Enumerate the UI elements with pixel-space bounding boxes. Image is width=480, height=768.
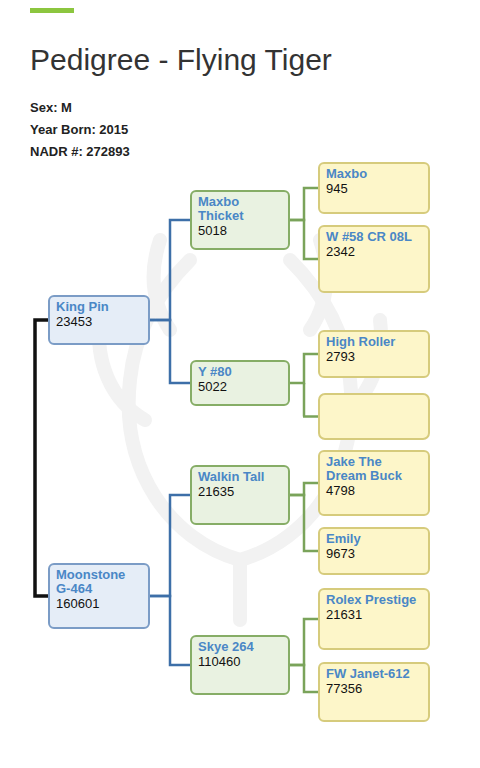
- yellow-ancestor-box: FW Janet-61277356: [318, 662, 430, 722]
- green-ancestor-box: Y #805022: [190, 360, 290, 406]
- yellow-ancestor-box: W #58 CR 08L2342: [318, 225, 430, 293]
- animal-name: Jake The Dream Buck: [326, 455, 422, 483]
- lineage-connector: [290, 619, 318, 665]
- animal-name: W #58 CR 08L: [326, 230, 422, 244]
- registration-number: 4798: [326, 483, 422, 498]
- lineage-connector: [290, 483, 318, 495]
- animal-name: High Roller: [326, 335, 422, 349]
- green-ancestor-box: Maxbo Thicket5018: [190, 190, 290, 250]
- animal-name: Maxbo: [326, 167, 422, 181]
- empty-ancestor: [303, 383, 429, 439]
- animal-name: Moonstone G-464: [56, 568, 142, 596]
- info-label: Sex: M: [30, 100, 72, 116]
- lineage-connector: [150, 320, 190, 383]
- registration-number: 5018: [198, 223, 282, 238]
- green-ancestor-box: Skye 264110460: [190, 635, 290, 695]
- registration-number: 9673: [326, 546, 422, 561]
- green-ancestor-box: Walkin Tall21635: [190, 465, 290, 525]
- animal-name: FW Janet-612: [326, 667, 422, 681]
- blue-ancestor-box: Moonstone G-464160601: [48, 563, 150, 629]
- animal-name: Rolex Prestige: [326, 593, 422, 607]
- lineage-connector: [150, 495, 190, 596]
- registration-number: 21631: [326, 607, 422, 622]
- registration-number: 2793: [326, 349, 422, 364]
- animal-name: Skye 264: [198, 640, 282, 654]
- yellow-ancestor-box: Emily9673: [318, 527, 430, 575]
- yellow-ancestor-box: Jake The Dream Buck4798: [318, 450, 430, 516]
- registration-number: 160601: [56, 596, 142, 611]
- yellow-ancestor-box: Rolex Prestige21631: [318, 588, 430, 650]
- lineage-connector: [290, 220, 318, 259]
- lineage-connector: [150, 220, 190, 320]
- animal-name: Maxbo Thicket: [198, 195, 282, 223]
- lineage-connector: [150, 596, 190, 665]
- registration-number: 945: [326, 181, 422, 196]
- lineage-connector: [290, 354, 318, 383]
- accent-bar: [30, 8, 74, 13]
- registration-number: 21635: [198, 484, 282, 499]
- lineage-connector: [35, 320, 48, 596]
- blue-ancestor-box: King Pin23453: [48, 295, 150, 345]
- yellow-ancestor-box: High Roller2793: [318, 330, 430, 378]
- page-title: Pedigree - Flying Tiger: [30, 42, 332, 78]
- lineage-connector: [290, 188, 318, 220]
- animal-name: Walkin Tall: [198, 470, 282, 484]
- info-label: NADR #: 272893: [30, 144, 130, 160]
- connector-layer: [35, 188, 318, 692]
- lineage-connector: [290, 495, 318, 551]
- info-label: Year Born: 2015: [30, 122, 128, 138]
- registration-number: 110460: [198, 654, 282, 669]
- registration-number: 2342: [326, 244, 422, 259]
- registration-number: 77356: [326, 681, 422, 696]
- yellow-ancestor-box: Maxbo945: [318, 162, 430, 214]
- animal-name: Emily: [326, 532, 422, 546]
- animal-name: King Pin: [56, 300, 142, 314]
- animal-name: Y #80: [198, 365, 282, 379]
- lineage-connector: [290, 665, 318, 692]
- registration-number: 5022: [198, 379, 282, 394]
- registration-number: 23453: [56, 314, 142, 329]
